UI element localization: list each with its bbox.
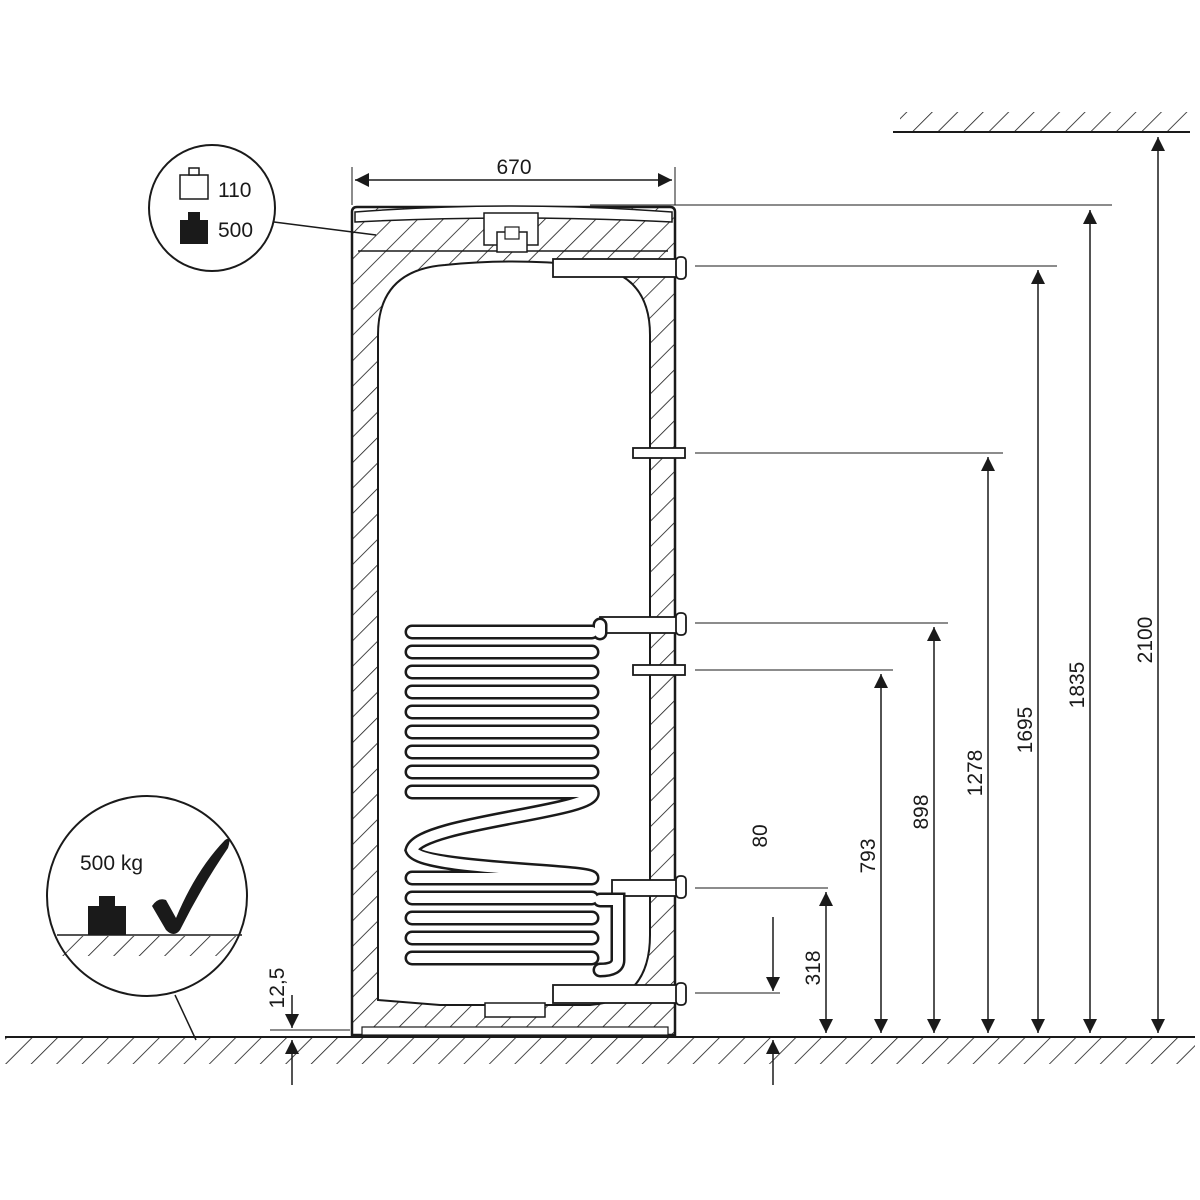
extension-lines xyxy=(270,167,1112,1031)
pipe-connections xyxy=(552,256,687,1006)
empty-weight-label: 110 xyxy=(218,179,251,202)
floor-load-label: 500 kg xyxy=(80,852,143,875)
heat-exchanger-coil xyxy=(404,617,626,978)
dim-label-1835: 1835 xyxy=(1066,662,1089,709)
full-weight-icon xyxy=(180,212,208,244)
weight-block-icon xyxy=(88,896,126,935)
dim-label-1695: 1695 xyxy=(1014,707,1037,754)
dimension-lines xyxy=(285,137,1165,1085)
dim-label-793: 793 xyxy=(857,838,880,873)
full-weight-label: 500 xyxy=(218,219,253,242)
dim-label-1278: 1278 xyxy=(964,750,987,797)
dim-label-width: 670 xyxy=(496,156,531,179)
checkmark-icon xyxy=(152,838,230,934)
dim-label-12-5: 12,5 xyxy=(266,968,289,1009)
dimension-labels: 670 2100 1835 1695 1278 898 793 318 80 1… xyxy=(266,156,1157,1008)
dim-label-318: 318 xyxy=(802,950,825,985)
dim-label-80: 80 xyxy=(749,824,772,847)
weight-callout: 110 500 xyxy=(148,144,377,272)
floor-load-callout: 500 kg xyxy=(46,795,248,1041)
dim-label-898: 898 xyxy=(910,794,933,829)
empty-weight-icon xyxy=(179,167,209,200)
dim-label-2100: 2100 xyxy=(1134,617,1157,664)
floor xyxy=(5,1036,1195,1064)
ceiling xyxy=(893,112,1190,133)
